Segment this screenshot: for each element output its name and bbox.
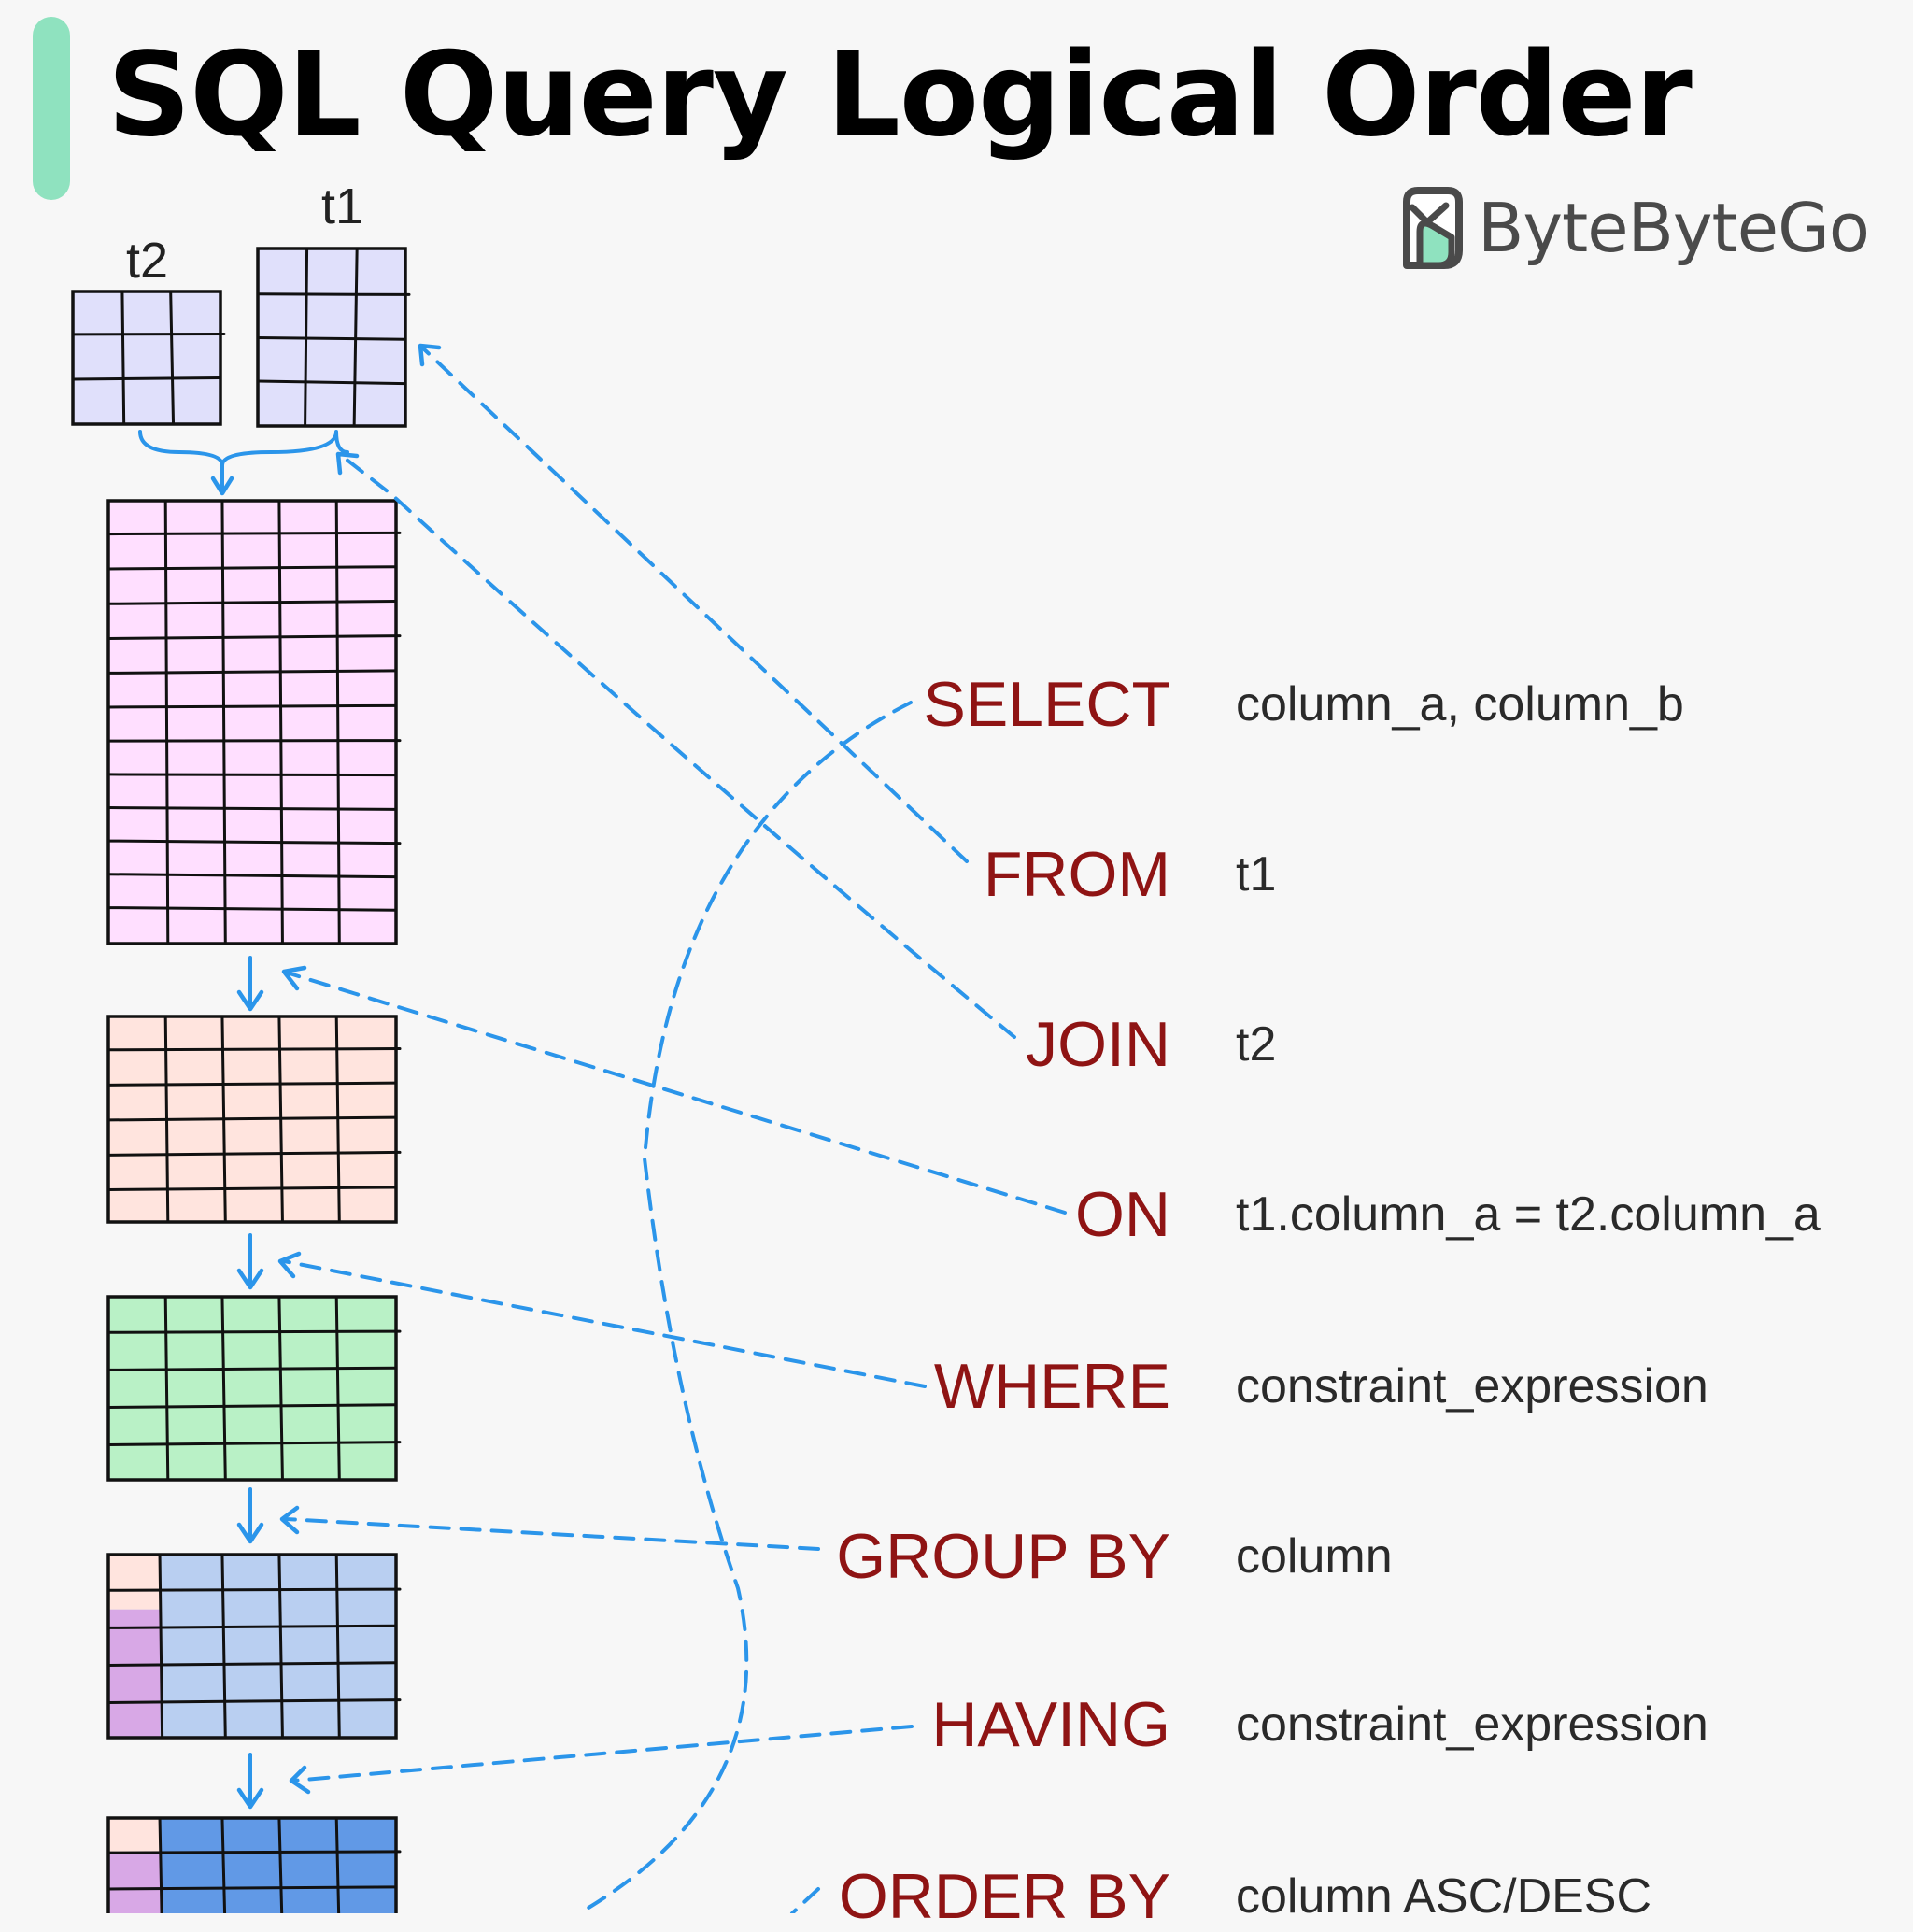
- clause-on-keyword: ON: [1075, 1183, 1170, 1246]
- clause-group-by-keyword: GROUP BY: [836, 1525, 1170, 1588]
- clause-order-by-argument: column ASC/DESC: [1236, 1872, 1651, 1921]
- table-having-group-key: [108, 1854, 160, 1913]
- table-joined: [108, 501, 400, 944]
- clause-select-keyword: SELECT: [923, 673, 1170, 736]
- clause-on-argument: t1.column_a = t2.column_a: [1236, 1190, 1821, 1239]
- clause-from-keyword: FROM: [984, 843, 1170, 906]
- clause-having-argument: constraint_expression: [1236, 1700, 1708, 1749]
- table-stack: [73, 249, 409, 1913]
- clause-from-argument: t1: [1236, 850, 1276, 899]
- table-t2: [73, 291, 224, 424]
- on-connector: [290, 973, 1065, 1213]
- table-group-by-group-key-top: [108, 1555, 160, 1610]
- table-where-fill: [108, 1297, 396, 1480]
- clause-order-by-keyword: ORDER BY: [839, 1865, 1170, 1928]
- clause-group-by-argument: column: [1236, 1532, 1393, 1581]
- table-having-group-key-top: [108, 1818, 160, 1854]
- clause-join-argument: t2: [1236, 1020, 1276, 1069]
- join-to-t2-connector: [342, 456, 1014, 1037]
- t2-merge-connector: [140, 432, 347, 465]
- from-to-t1-connector: [422, 348, 967, 861]
- clause-having-keyword: HAVING: [931, 1693, 1170, 1756]
- table-where: [108, 1297, 400, 1480]
- group-by-connector: [286, 1519, 818, 1549]
- clause-where-argument: constraint_expression: [1236, 1362, 1708, 1411]
- order-by-connector: [792, 1889, 818, 1913]
- clause-select-argument: column_a, column_b: [1236, 680, 1684, 729]
- table-t1: [258, 249, 409, 426]
- table-group-by: [108, 1555, 400, 1738]
- clause-connectors: [280, 346, 1065, 1913]
- clause-join-keyword: JOIN: [1026, 1013, 1170, 1076]
- clause-where-keyword: WHERE: [934, 1355, 1170, 1418]
- table-on: [108, 1016, 400, 1222]
- table-t2-fill: [73, 291, 220, 424]
- table-having: [108, 1818, 400, 1913]
